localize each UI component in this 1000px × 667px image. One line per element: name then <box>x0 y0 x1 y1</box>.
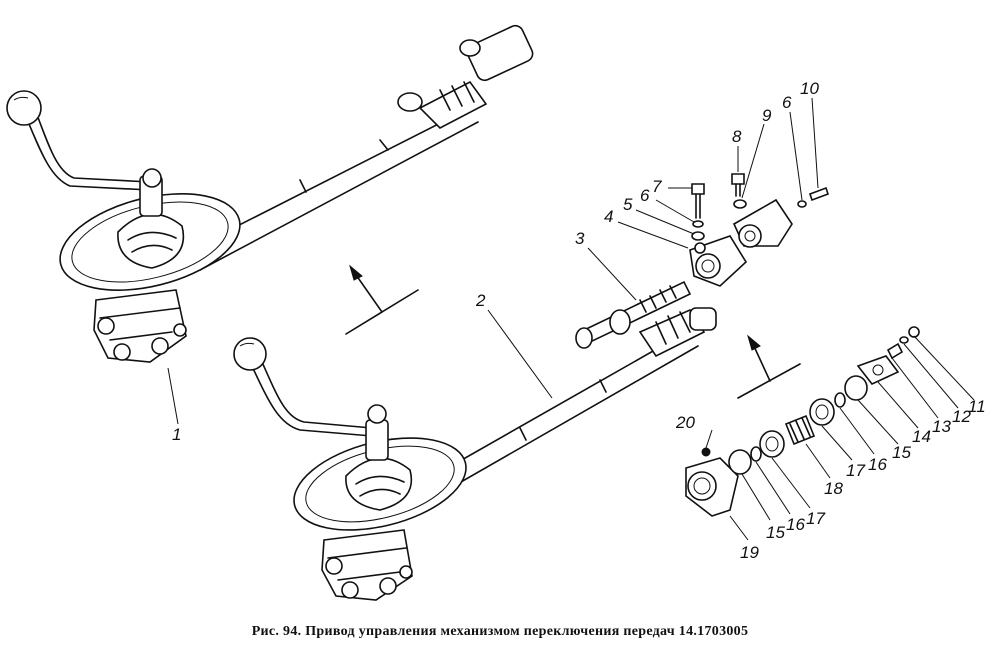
callout-15-upper: 15 <box>892 443 911 462</box>
callout-6-upper-right: 6 <box>782 93 792 112</box>
callout-14: 14 <box>912 427 931 446</box>
callout-numbers: 1 2 3 4 5 6 7 8 9 6 10 20 19 15 16 17 18… <box>172 79 986 562</box>
callout-1: 1 <box>172 425 181 444</box>
callout-9: 9 <box>762 106 772 125</box>
exploded-parts-lower <box>685 326 920 517</box>
callout-6-upper-left: 6 <box>640 186 650 205</box>
callout-20: 20 <box>675 413 695 432</box>
callout-5: 5 <box>623 195 633 214</box>
callout-18: 18 <box>824 479 843 498</box>
callout-19: 19 <box>740 543 759 562</box>
exploded-parts-upper <box>575 173 830 349</box>
figure-caption: Рис. 94. Привод управления механизмом пе… <box>251 624 749 639</box>
direction-arrow-upper <box>345 264 419 335</box>
callout-16-lower: 16 <box>786 515 805 534</box>
callout-11: 11 <box>968 397 986 416</box>
callout-7: 7 <box>652 177 662 196</box>
callout-2: 2 <box>475 291 486 310</box>
leader-lines <box>167 97 975 541</box>
callout-17-lower: 17 <box>806 509 825 528</box>
direction-arrow-lower <box>737 334 801 399</box>
callout-17-upper: 17 <box>846 461 865 480</box>
callout-13: 13 <box>932 417 951 436</box>
callout-4: 4 <box>604 207 613 226</box>
callout-12: 12 <box>952 407 971 426</box>
callout-3: 3 <box>575 229 585 248</box>
upper-shift-assembly <box>6 24 534 363</box>
lower-shift-assembly <box>233 307 717 601</box>
callout-8: 8 <box>732 127 742 146</box>
callout-15-lower: 15 <box>766 523 785 542</box>
callout-16-upper: 16 <box>868 455 887 474</box>
callout-10: 10 <box>800 79 819 98</box>
